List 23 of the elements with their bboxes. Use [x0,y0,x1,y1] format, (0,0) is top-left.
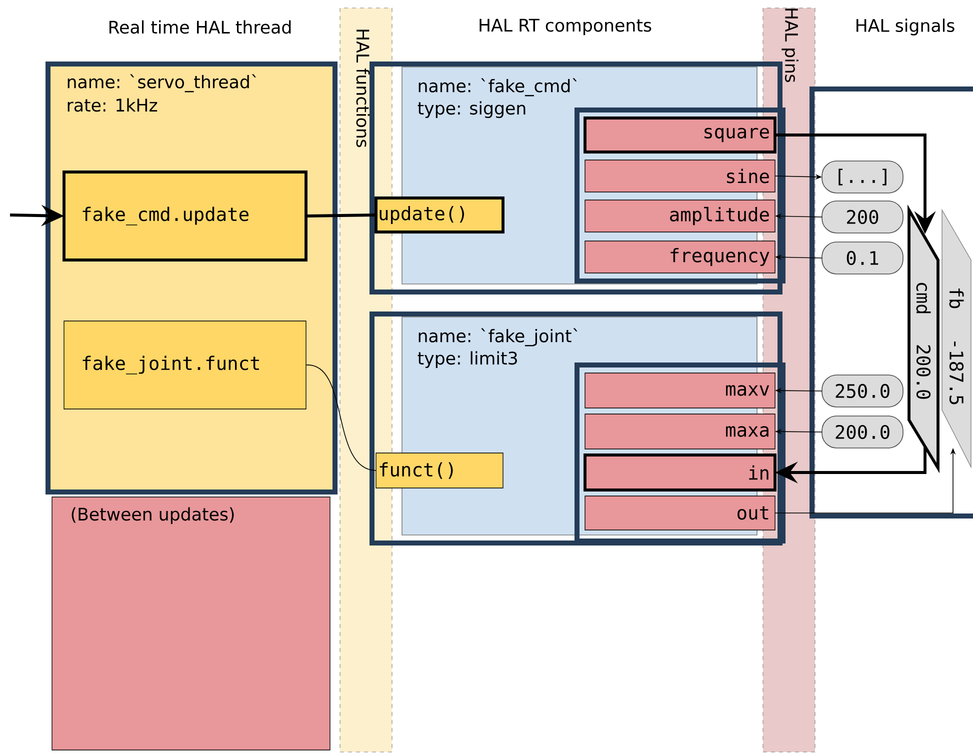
idle-box: (Between updates) [52,496,330,750]
pin-box: frequency [584,240,776,274]
value-pill: 200 [822,200,904,234]
function-tab: funct() [376,452,504,488]
pin-box: square [584,116,776,154]
pin-box: maxa [584,414,776,450]
value-pill: 250.0 [822,374,904,408]
band-heading: HAL functions [356,30,370,148]
function-box: fake_joint.funct [64,320,306,410]
value-pill: 0.1 [822,242,904,274]
function-tab: update() [374,196,504,234]
band-heading: HAL pins [782,8,798,82]
value-pill: 200.0 [822,416,904,448]
band-heading: HAL RT components [480,18,652,36]
pin-box: amplitude [584,200,776,232]
pin-box: out [584,496,776,530]
value-pill: [...] [822,160,904,194]
pin-box: in [584,454,776,492]
function-box: fake_cmd.update [62,170,308,262]
band-heading: Real time HAL thread [110,20,291,34]
pin-box: sine [584,160,776,192]
band-heading: HAL signals [856,18,954,36]
pin-box: maxv [584,372,776,408]
